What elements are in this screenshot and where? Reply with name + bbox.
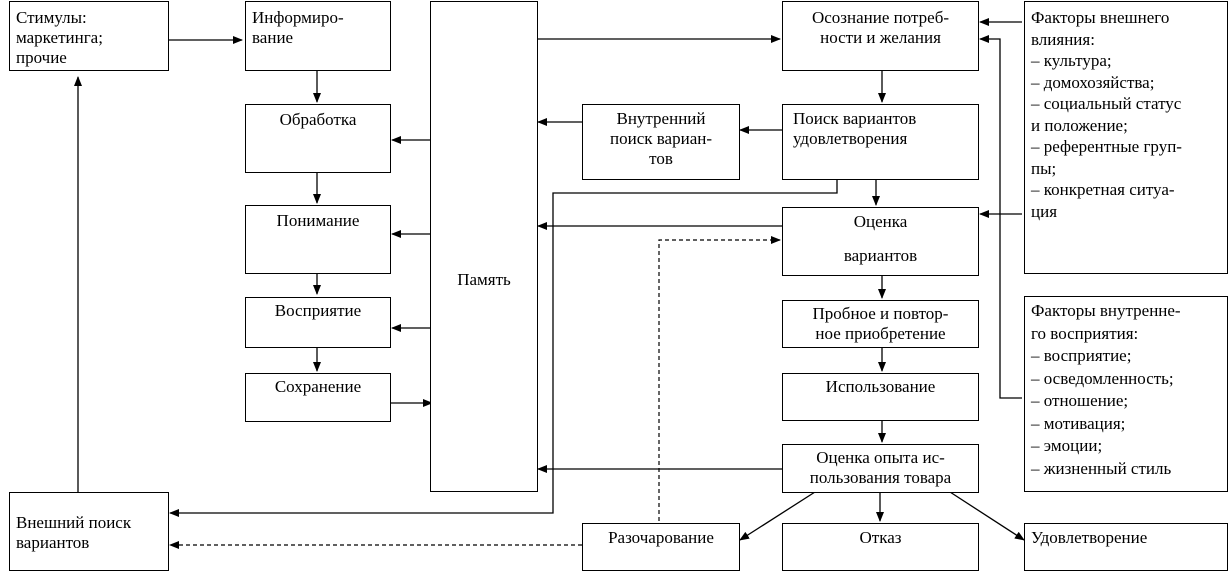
- box-understanding-text: Понимание: [276, 211, 360, 230]
- box-understanding: Понимание: [245, 205, 391, 274]
- box-perception: Восприятие: [245, 297, 391, 348]
- box-external-factors-text: Факторы внешнего влияния: – культура; – …: [1031, 8, 1182, 221]
- box-internal-search-text: Внутренний поиск вариан- тов: [610, 109, 712, 168]
- box-internal-factors: Факторы внутренне- го восприятия: – восп…: [1024, 296, 1228, 492]
- box-disappointment: Разочарование: [582, 523, 740, 571]
- box-usage-text: Использование: [825, 377, 936, 396]
- box-refusal: Отказ: [782, 523, 979, 571]
- box-search-options: Поиск вариантов удовлетворения: [782, 104, 979, 180]
- box-external-factors: Факторы внешнего влияния: – культура; – …: [1024, 1, 1228, 274]
- arrow-experience-to-disappointment: [739, 491, 816, 541]
- box-evaluation: Оценка вариантов: [782, 207, 979, 276]
- dashed-disappointment-to-evaluation: [658, 236, 781, 521]
- arrow-internal-factors-to-need: [979, 35, 1022, 399]
- box-internal-factors-text: Факторы внутренне- го восприятия: – восп…: [1031, 301, 1181, 478]
- box-informing-text: Информиро- вание: [252, 8, 344, 47]
- box-processing-text: Обработка: [279, 110, 357, 129]
- box-evaluation-text-1: Оценка: [853, 212, 908, 231]
- box-usage: Использование: [782, 373, 979, 421]
- box-memory-text: Память: [457, 270, 511, 289]
- box-trial-purchase: Пробное и повтор- ное приобретение: [782, 300, 979, 348]
- box-search-options-text: Поиск вариантов удовлетворения: [793, 109, 917, 148]
- box-stimuli: Стимулы: маркетинга; прочие: [9, 1, 169, 71]
- box-evaluation-text-2: вариантов: [843, 246, 918, 265]
- box-refusal-text: Отказ: [859, 528, 902, 547]
- arrow-search-to-external-search: [169, 180, 838, 517]
- box-experience-evaluation: Оценка опыта ис- пользования товара: [782, 444, 979, 493]
- box-retention: Сохранение: [245, 373, 391, 422]
- box-internal-search: Внутренний поиск вариан- тов: [582, 104, 740, 180]
- box-external-search: Внешний поиск вариантов: [9, 492, 169, 571]
- box-satisfaction: Удовлетворение: [1024, 523, 1228, 571]
- box-processing: Обработка: [245, 104, 391, 173]
- box-satisfaction-text: Удовлетворение: [1031, 528, 1148, 547]
- box-stimuli-text: Стимулы: маркетинга; прочие: [16, 8, 103, 67]
- box-disappointment-text: Разочарование: [608, 528, 714, 547]
- box-need-awareness-text: Осознание потреб- ности и желания: [811, 8, 950, 47]
- box-experience-evaluation-text: Оценка опыта ис- пользования товара: [809, 448, 952, 487]
- box-perception-text: Восприятие: [274, 301, 362, 320]
- box-retention-text: Сохранение: [274, 377, 362, 396]
- box-need-awareness: Осознание потреб- ности и желания: [782, 1, 979, 71]
- box-informing: Информиро- вание: [245, 1, 391, 71]
- box-memory: Память: [430, 1, 538, 492]
- arrow-experience-to-satisfaction: [949, 491, 1025, 541]
- box-external-search-text: Внешний поиск вариантов: [16, 513, 132, 552]
- box-trial-purchase-text: Пробное и повтор- ное приобретение: [812, 304, 949, 343]
